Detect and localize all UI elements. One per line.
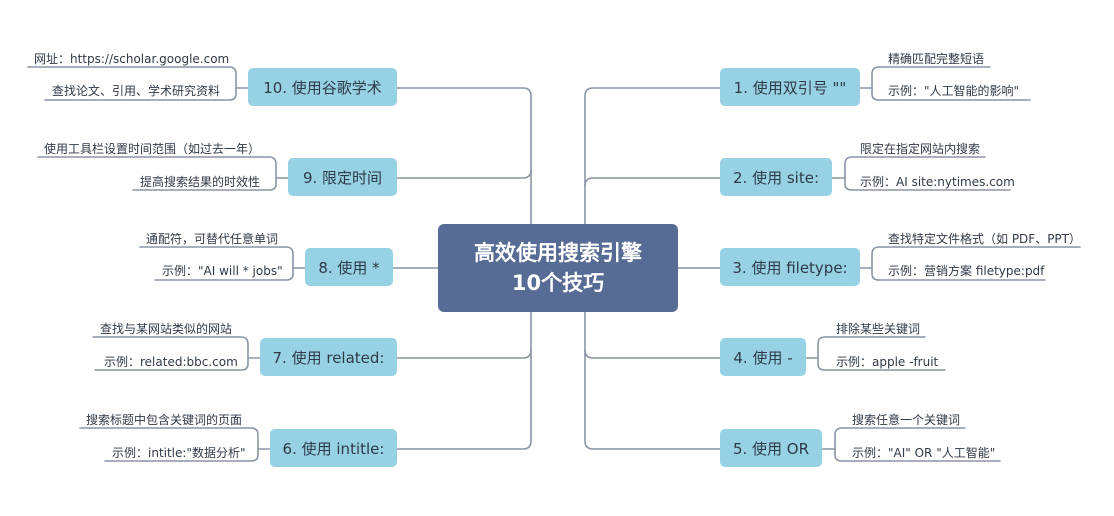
branch-4-detail-1: 排除某些关键词	[836, 322, 921, 336]
central-topic-line2: 10个技巧	[511, 271, 605, 295]
branch-3-detail-1: 查找特定文件格式（如 PDF、PPT）	[888, 232, 1081, 246]
branch-2-detail-1: 限定在指定网站内搜索	[860, 142, 981, 156]
branch-9-detail-2: 提高搜索结果的时效性	[140, 175, 261, 189]
branch-5-detail-1: 搜索任意一个关键词	[852, 413, 961, 427]
branch-7-detail-2: 示例：related:bbc.com	[104, 355, 238, 369]
branch-5-detail-2: 示例："AI" OR "人工智能"	[852, 446, 996, 460]
branch-6-intitle[interactable]: 6. 使用 intitle:	[270, 429, 397, 467]
branch-10-google-scholar[interactable]: 10. 使用谷歌学术	[248, 68, 397, 106]
branch-3-detail-2: 示例：营销方案 filetype:pdf	[888, 264, 1045, 278]
branch-6-detail-2: 示例：intitle:"数据分析"	[112, 446, 246, 460]
branch-1-detail-2: 示例："人工智能的影响"	[888, 84, 1020, 98]
branch-7-detail-1: 查找与某网站类似的网站	[100, 322, 233, 336]
branch-8-detail-2: 示例："AI will * jobs"	[162, 264, 283, 278]
branch-8-detail-1: 通配符，可替代任意单词	[146, 232, 279, 246]
branch-4-detail-2: 示例：apple -fruit	[836, 355, 939, 369]
branch-10-detail-1: 网址：https://scholar.google.com	[34, 52, 230, 66]
branch-9-detail-1: 使用工具栏设置时间范围（如过去一年）	[44, 142, 261, 156]
branch-10-detail-2: 查找论文、引用、学术研究资料	[52, 84, 221, 98]
branch-1-detail-1: 精确匹配完整短语	[888, 52, 985, 66]
branch-9-time-limit[interactable]: 9. 限定时间	[288, 158, 397, 196]
central-topic-line1: 高效使用搜索引擎	[474, 241, 642, 265]
branch-3-filetype[interactable]: 3. 使用 filetype:	[720, 248, 860, 286]
branch-8-wildcard[interactable]: 8. 使用 *	[305, 248, 393, 286]
branch-6-detail-1: 搜索标题中包含关键词的页面	[86, 413, 243, 427]
branch-5-or[interactable]: 5. 使用 OR	[720, 429, 822, 467]
branch-1-double-quotes[interactable]: 1. 使用双引号 ""	[720, 68, 860, 106]
branch-2-site[interactable]: 2. 使用 site:	[720, 158, 832, 196]
central-topic[interactable]: 高效使用搜索引擎 10个技巧	[438, 224, 678, 312]
branch-4-minus[interactable]: 4. 使用 -	[720, 338, 806, 376]
branch-2-detail-2: 示例：AI site:nytimes.com	[860, 175, 1015, 189]
branch-7-related[interactable]: 7. 使用 related:	[260, 338, 397, 376]
